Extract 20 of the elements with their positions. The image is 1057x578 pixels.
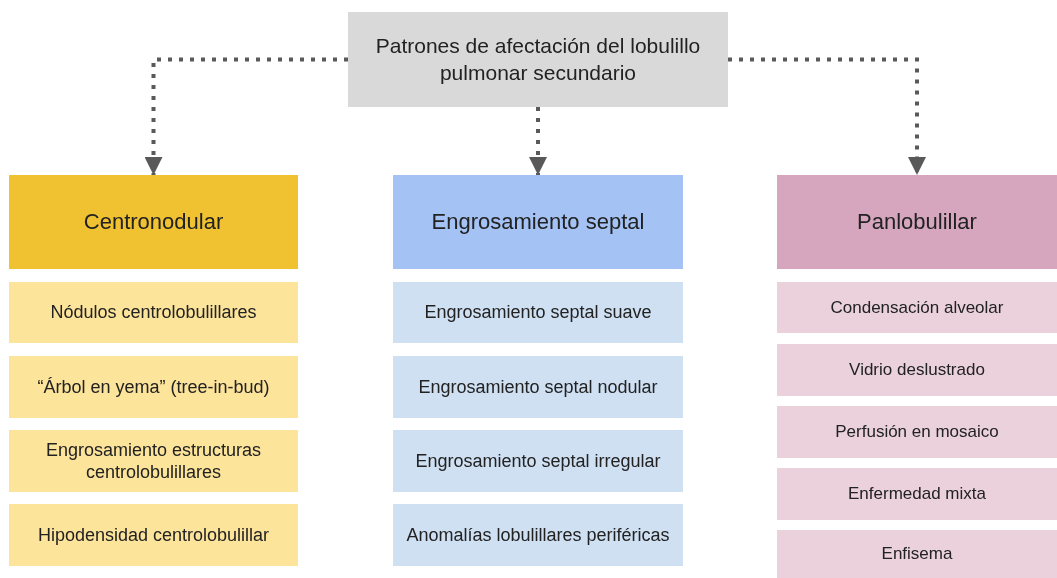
pattern-box: Engrosamiento septal suave [393,282,683,343]
category-header: Engrosamiento septal [393,175,683,269]
pattern-box: Hipodensidad centrolobulillar [9,504,298,566]
title-box: Patrones de afectación del lobulillo pulmonar secundario [348,12,728,107]
pattern-box: Condensación alveolar [777,282,1057,333]
category-header: Panlobulillar [777,175,1057,269]
pattern-box: Perfusión en mosaico [777,406,1057,458]
pattern-box: Engrosamiento estructuras centrolobulillares [9,430,298,492]
pattern-box: “Árbol en yema” (tree-in-bud) [9,356,298,418]
category-header: Centronodular [9,175,298,269]
pattern-box: Engrosamiento septal irregular [393,430,683,492]
dotted-arrow [144,57,348,175]
pattern-box: Enfisema [777,530,1057,578]
pattern-box: Engrosamiento septal nodular [393,356,683,418]
dotted-arrow [529,107,547,175]
pattern-box: Enfermedad mixta [777,468,1057,520]
pattern-box: Anomalías lobulillares periféricas [393,504,683,566]
dotted-arrow [728,57,926,175]
pattern-box: Nódulos centrolobulillares [9,282,298,343]
pattern-box: Vidrio deslustrado [777,344,1057,396]
